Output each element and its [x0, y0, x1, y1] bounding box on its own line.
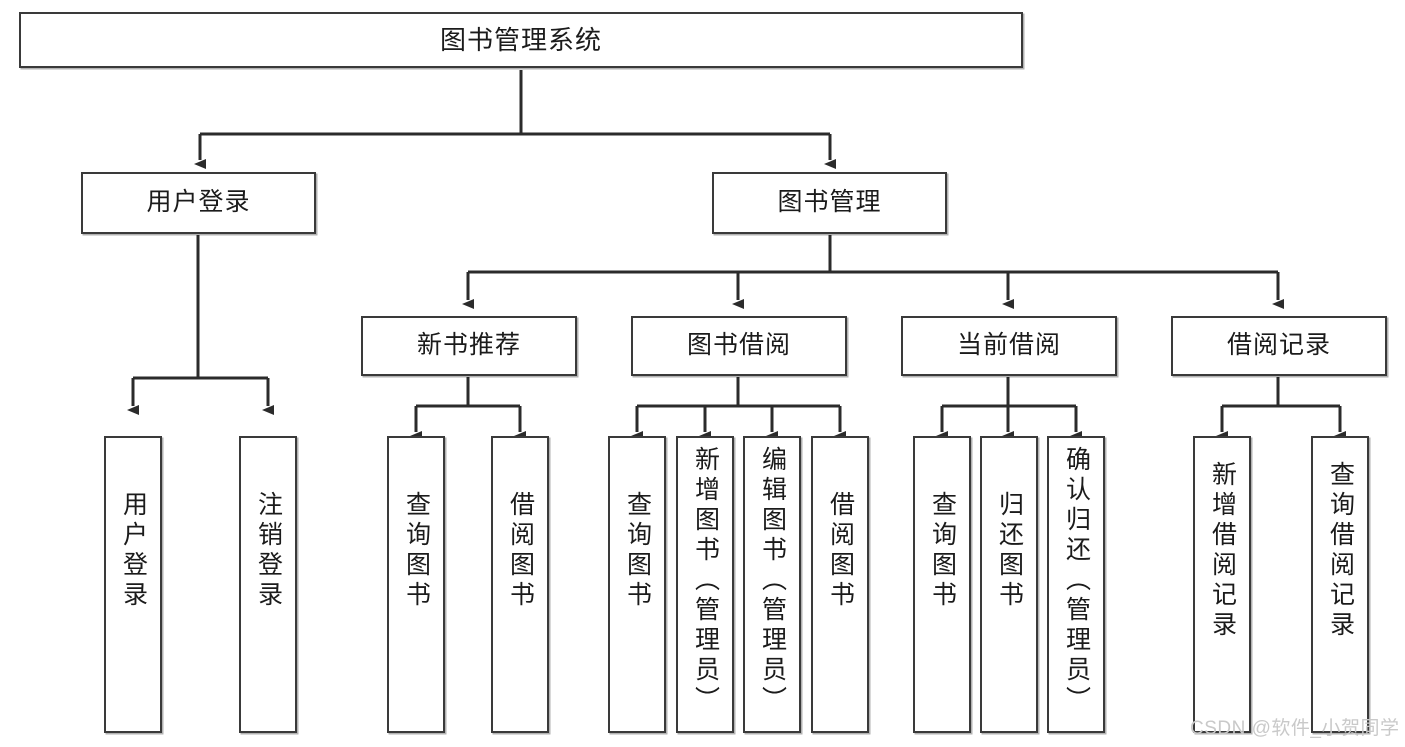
node-label: 借阅记录 — [1226, 331, 1331, 360]
node-borrow-record[interactable]: 借阅记录 — [1171, 316, 1387, 376]
leaf-label: 新增借阅记录 — [1208, 460, 1237, 641]
leaf-query-book-current[interactable]: 查询图书 — [913, 436, 971, 733]
leaf-label: 确认归还（管理员） — [1062, 446, 1091, 716]
node-label: 图书管理系统 — [439, 24, 602, 55]
node-label: 当前借阅 — [956, 331, 1061, 360]
leaf-query-book-borrow[interactable]: 查询图书 — [608, 436, 666, 733]
leaf-label: 编辑图书（管理员） — [758, 446, 787, 716]
leaf-label: 归还图书 — [995, 490, 1024, 611]
leaf-add-borrow-record[interactable]: 新增借阅记录 — [1193, 436, 1251, 733]
csdn-watermark: CSDN @软件_小贺同学 — [1190, 718, 1400, 739]
node-new-book-recommend[interactable]: 新书推荐 — [361, 316, 577, 376]
node-user-login[interactable]: 用户登录 — [81, 172, 316, 234]
leaf-edit-book-admin[interactable]: 编辑图书（管理员） — [743, 436, 801, 733]
node-label: 用户登录 — [146, 188, 251, 217]
leaf-query-book-recommend[interactable]: 查询图书 — [387, 436, 445, 733]
leaf-label: 查询图书 — [928, 490, 957, 611]
leaf-label: 借阅图书 — [826, 490, 855, 611]
node-label: 图书管理 — [777, 188, 882, 217]
leaf-query-borrow-record[interactable]: 查询借阅记录 — [1311, 436, 1369, 733]
leaf-confirm-return-admin[interactable]: 确认归还（管理员） — [1047, 436, 1105, 733]
node-book-management-system[interactable]: 图书管理系统 — [19, 12, 1023, 68]
node-current-borrow[interactable]: 当前借阅 — [901, 316, 1117, 376]
leaf-borrow-book-recommend[interactable]: 借阅图书 — [491, 436, 549, 733]
node-label: 新书推荐 — [416, 331, 521, 360]
leaf-label: 查询图书 — [623, 490, 652, 611]
node-book-borrow[interactable]: 图书借阅 — [631, 316, 847, 376]
leaf-add-book-admin[interactable]: 新增图书（管理员） — [676, 436, 734, 733]
leaf-logout[interactable]: 注销登录 — [239, 436, 297, 733]
node-book-management[interactable]: 图书管理 — [712, 172, 947, 234]
leaf-label: 查询图书 — [402, 490, 431, 611]
leaf-borrow-book[interactable]: 借阅图书 — [811, 436, 869, 733]
leaf-label: 新增图书（管理员） — [691, 446, 720, 716]
leaf-label: 查询借阅记录 — [1326, 460, 1355, 641]
leaf-label: 用户登录 — [119, 490, 148, 611]
leaf-return-book[interactable]: 归还图书 — [980, 436, 1038, 733]
node-label: 图书借阅 — [686, 331, 791, 360]
leaf-user-login[interactable]: 用户登录 — [104, 436, 162, 733]
leaf-label: 借阅图书 — [506, 490, 535, 611]
leaf-label: 注销登录 — [254, 490, 283, 611]
